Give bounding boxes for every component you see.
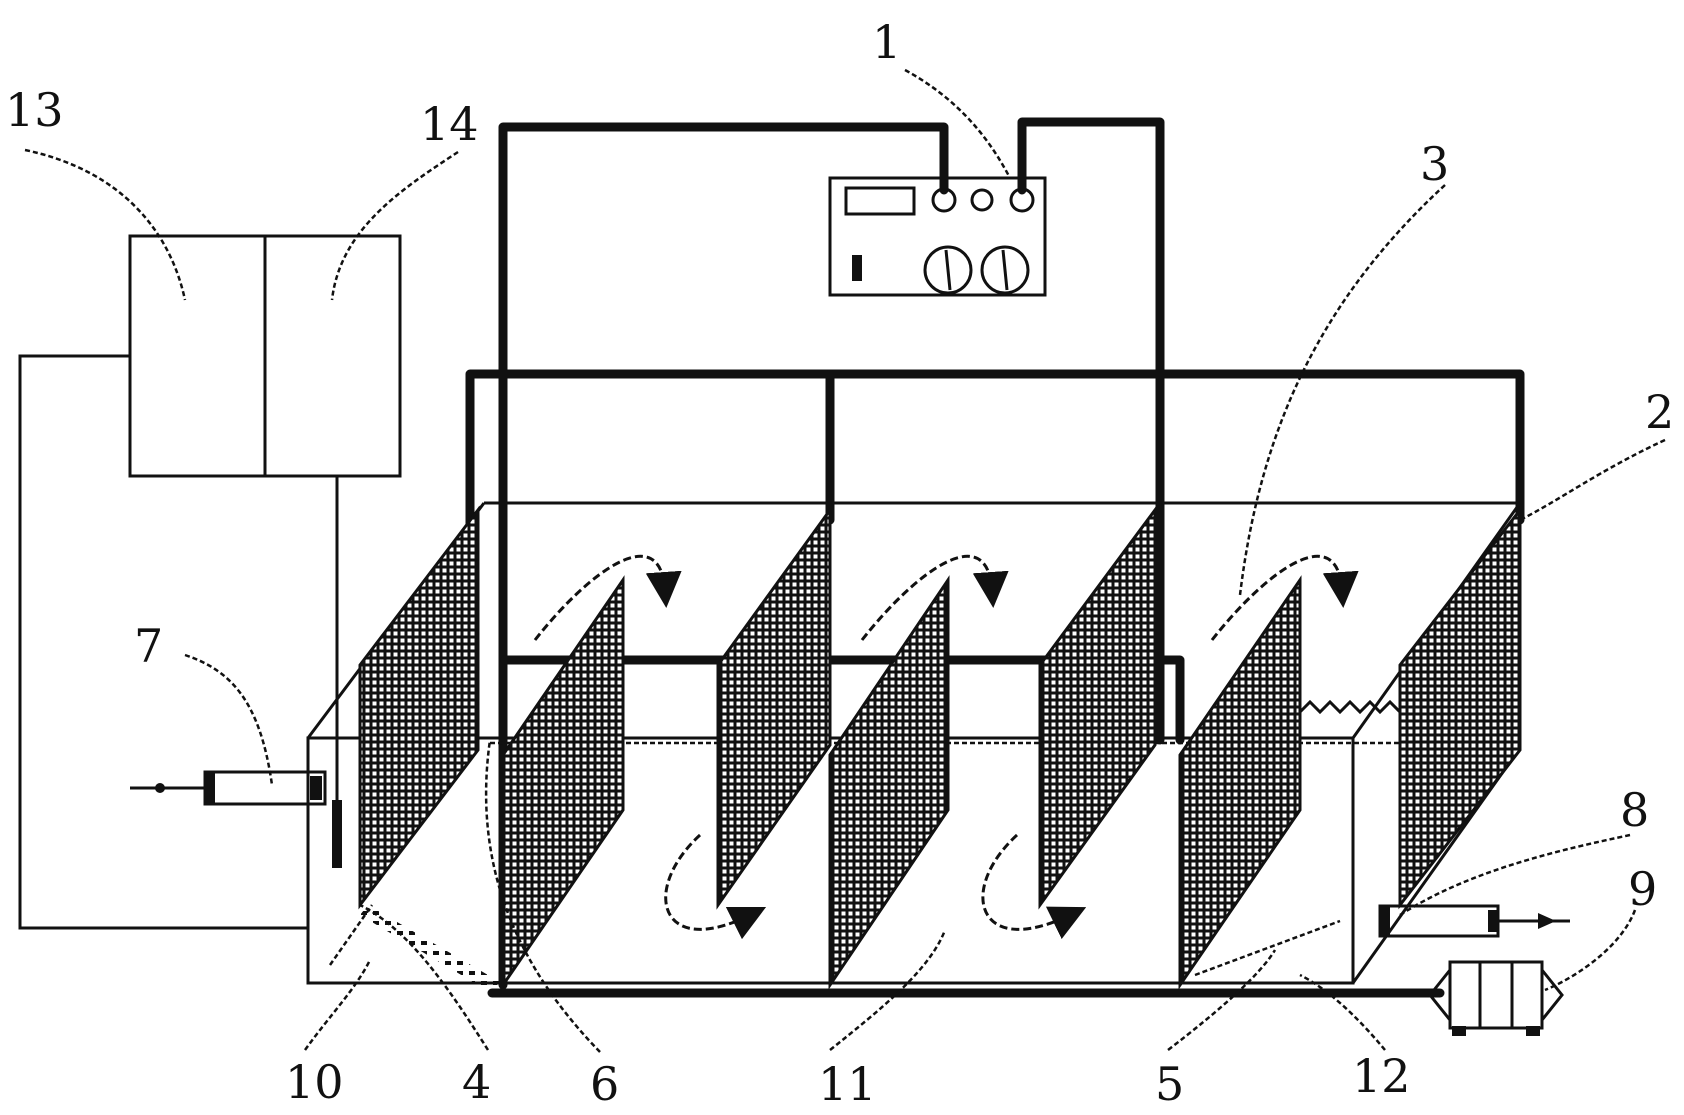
- label-1: 1: [872, 15, 901, 69]
- pump: [1353, 960, 1564, 1036]
- probe-sensor: [332, 800, 342, 868]
- inlet-valve: [130, 770, 327, 806]
- label-8: 8: [1620, 783, 1649, 837]
- label-4: 4: [462, 1055, 491, 1109]
- label-2: 2: [1645, 385, 1674, 439]
- label-14: 14: [420, 97, 479, 151]
- base-plate: [360, 905, 500, 992]
- label-11: 11: [818, 1057, 877, 1111]
- labels: 1 2 3 4 5 6 7 8 9 10 11 12 13 14: [5, 15, 1674, 1111]
- outlet-valve: [1378, 904, 1570, 938]
- spring: [1298, 699, 1402, 715]
- label-13: 13: [5, 83, 64, 137]
- label-7: 7: [134, 619, 163, 673]
- label-3: 3: [1420, 137, 1449, 191]
- label-5: 5: [1155, 1057, 1184, 1111]
- label-12: 12: [1352, 1049, 1411, 1103]
- controller-box: [18, 234, 402, 930]
- label-6: 6: [590, 1057, 619, 1111]
- label-9: 9: [1628, 862, 1657, 916]
- label-10: 10: [285, 1055, 344, 1109]
- electrode-plates: [358, 505, 1522, 990]
- power-supply: [828, 176, 1047, 297]
- flow-arrows: [533, 554, 1359, 940]
- leader-lines: [24, 68, 1666, 1053]
